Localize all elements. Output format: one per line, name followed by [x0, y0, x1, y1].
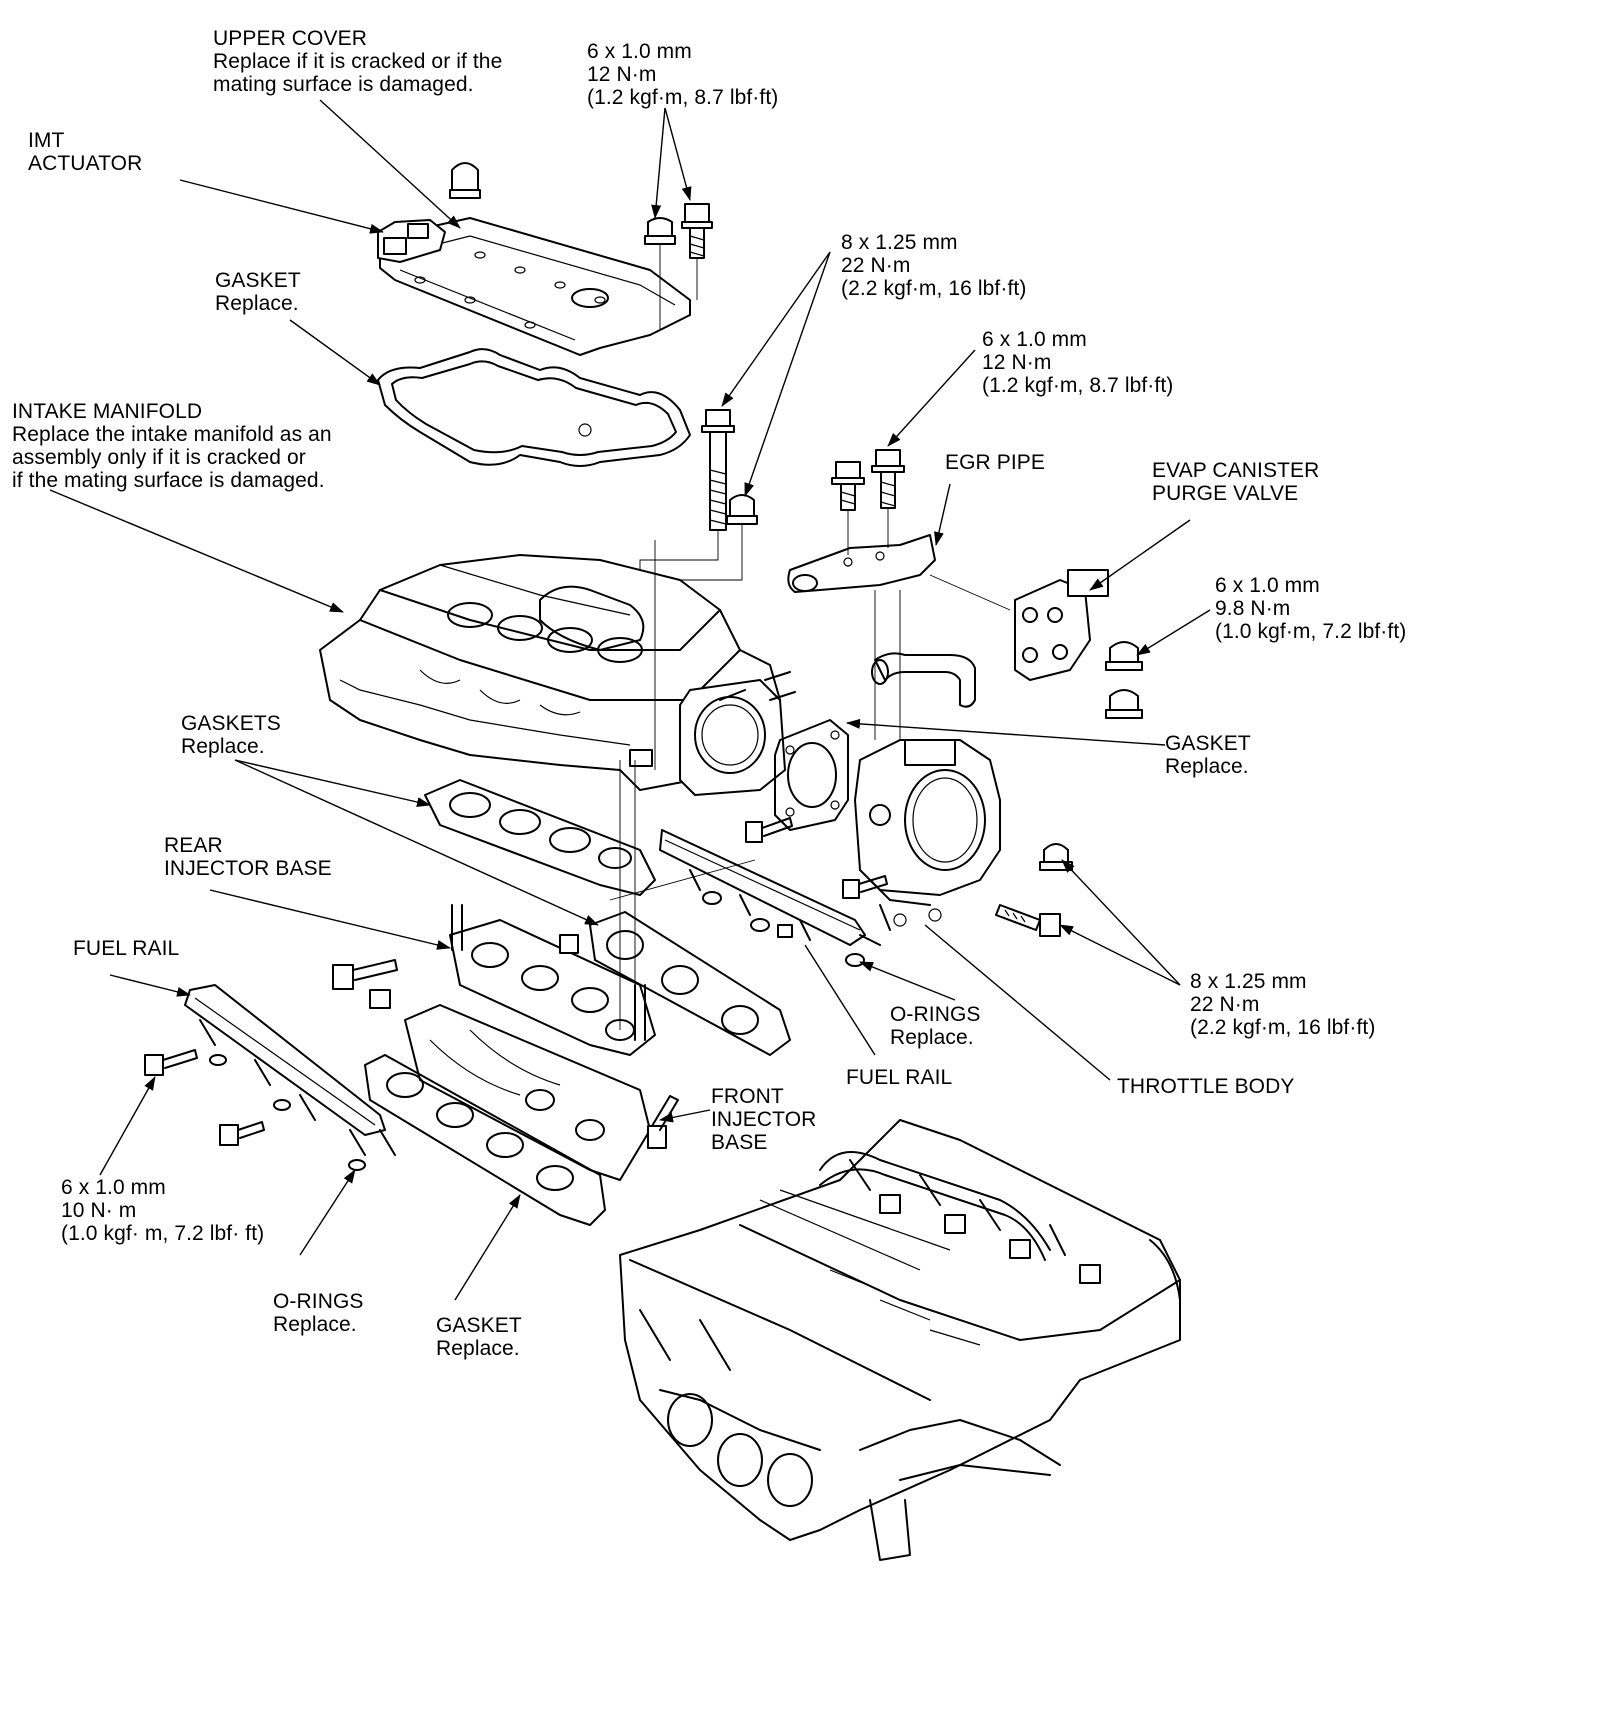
torque-spec-size: 8 x 1.25 mm — [1190, 970, 1307, 993]
torque-spec-8x125-upper-label: 8 x 1.25 mm 22 N·m (2.2 kgf·m, 16 lbf·ft… — [841, 231, 1026, 300]
rear-injector-base-label: REAR INJECTOR BASE — [164, 834, 332, 880]
upper-cover-bolts-drawing — [644, 203, 713, 330]
egr-pipe-drawing — [787, 449, 1011, 740]
egr-pipe-label: EGR PIPE — [945, 451, 1045, 474]
torque-spec-value: 12 N·m — [587, 63, 657, 86]
o-rings-right-title: O-RINGS — [890, 1003, 981, 1026]
torque-spec-evap-label: 6 x 1.0 mm 9.8 N·m (1.0 kgf·m, 7.2 lbf·f… — [1215, 574, 1406, 643]
torque-spec-egr-label: 6 x 1.0 mm 12 N·m (1.2 kgf·m, 8.7 lbf·ft… — [982, 328, 1173, 397]
throttle-body-title: THROTTLE BODY — [1117, 1075, 1295, 1098]
upper-cover-note-2: mating surface is damaged. — [213, 73, 474, 96]
front-injector-base-line-2: INJECTOR — [711, 1108, 817, 1131]
intake-manifold-note-1: Replace the intake manifold as an — [12, 423, 332, 446]
torque-spec-top-label: 6 x 1.0 mm 12 N·m (1.2 kgf·m, 8.7 lbf·ft… — [587, 40, 778, 109]
gasket-lower-title: GASKET — [436, 1314, 522, 1337]
upper-cover-label: UPPER COVER Replace if it is cracked or … — [213, 27, 502, 96]
gasket-lower-note: Replace. — [436, 1337, 520, 1360]
torque-spec-value: 10 N· m — [61, 1199, 137, 1222]
engine-drawing — [619, 1119, 1181, 1561]
torque-spec-8x125-lower-label: 8 x 1.25 mm 22 N·m (2.2 kgf·m, 16 lbf·ft… — [1190, 970, 1375, 1039]
left-fuel-rail-drawing — [144, 984, 396, 1171]
intake-manifold-title: INTAKE MANIFOLD — [12, 400, 203, 423]
gaskets-manifold-label: GASKETS Replace. — [181, 712, 281, 758]
torque-spec-value: 22 N·m — [1190, 993, 1260, 1016]
intake-manifold-note-3: if the mating surface is damaged. — [12, 469, 325, 492]
torque-spec-size: 6 x 1.0 mm — [982, 328, 1087, 351]
upper-gasket-drawing — [377, 348, 691, 467]
evap-valve-label: EVAP CANISTER PURGE VALVE — [1152, 459, 1319, 505]
manifold-gaskets-drawing — [424, 779, 791, 1056]
torque-spec-alt: (2.2 kgf·m, 16 lbf·ft) — [841, 277, 1027, 300]
long-bolt-drawing — [639, 409, 758, 740]
fuel-rail-right-label: FUEL RAIL — [846, 1066, 952, 1089]
torque-spec-alt: (1.2 kgf·m, 8.7 lbf·ft) — [587, 86, 779, 109]
rear-injector-base-line-2: INJECTOR BASE — [164, 857, 332, 880]
intake-manifold-drawing — [319, 554, 796, 796]
o-rings-left-label: O-RINGS Replace. — [273, 1290, 364, 1336]
egr-pipe-title: EGR PIPE — [945, 451, 1045, 474]
fuel-rail-left-label: FUEL RAIL — [73, 937, 179, 960]
gaskets-manifold-note: Replace. — [181, 735, 265, 758]
evap-valve-line-2: PURGE VALVE — [1152, 482, 1299, 505]
leader-lines — [49, 99, 1211, 1301]
torque-spec-value: 22 N·m — [841, 254, 911, 277]
evap-valve-drawing — [871, 569, 1143, 719]
upper-cover-title: UPPER COVER — [213, 27, 367, 50]
front-injector-base-label: FRONT INJECTOR BASE — [711, 1085, 816, 1154]
gasket-upper-label: GASKET Replace. — [215, 269, 301, 315]
lower-gasket-drawing — [364, 1054, 606, 1226]
gasket-throttle-label: GASKET Replace. — [1165, 732, 1251, 778]
torque-spec-alt: (1.2 kgf·m, 8.7 lbf·ft) — [982, 374, 1174, 397]
fuel-rail-left-title: FUEL RAIL — [73, 937, 180, 960]
gasket-lower-label: GASKET Replace. — [436, 1314, 522, 1360]
o-rings-left-title: O-RINGS — [273, 1290, 364, 1313]
torque-spec-alt: (1.0 kgf·m, 7.2 lbf·ft) — [1215, 620, 1407, 643]
front-injector-base-line-1: FRONT — [711, 1085, 784, 1108]
throttle-body-label: THROTTLE BODY — [1117, 1075, 1294, 1098]
torque-spec-fuel-rail-label: 6 x 1.0 mm 10 N· m (1.0 kgf· m, 7.2 lbf·… — [61, 1176, 264, 1245]
gasket-throttle-title: GASKET — [1165, 732, 1251, 755]
o-rings-right-note: Replace. — [890, 1026, 974, 1049]
torque-spec-size: 6 x 1.0 mm — [587, 40, 692, 63]
intake-manifold-label: INTAKE MANIFOLD Replace the intake manif… — [12, 400, 332, 492]
torque-spec-alt: (2.2 kgf·m, 16 lbf·ft) — [1190, 1016, 1376, 1039]
torque-spec-size: 6 x 1.0 mm — [61, 1176, 166, 1199]
rear-injector-base-line-1: REAR — [164, 834, 223, 857]
throttle-gasket-drawing — [774, 719, 849, 831]
throttle-body-drawing — [854, 739, 1001, 931]
upper-cover-drawing — [377, 162, 691, 356]
torque-spec-value: 12 N·m — [982, 351, 1052, 374]
torque-spec-value: 9.8 N·m — [1215, 597, 1291, 620]
torque-spec-size: 6 x 1.0 mm — [1215, 574, 1320, 597]
imt-actuator-line-2: ACTUATOR — [28, 152, 143, 175]
front-injector-base-line-3: BASE — [711, 1131, 768, 1154]
gasket-upper-note: Replace. — [215, 292, 299, 315]
imt-actuator-line-1: IMT — [28, 129, 65, 152]
evap-valve-line-1: EVAP CANISTER — [1152, 459, 1320, 482]
torque-spec-alt: (1.0 kgf· m, 7.2 lbf· ft) — [61, 1222, 265, 1245]
fuel-rail-right-title: FUEL RAIL — [846, 1066, 953, 1089]
gaskets-manifold-title: GASKETS — [181, 712, 281, 735]
gasket-upper-title: GASKET — [215, 269, 301, 292]
torque-spec-size: 8 x 1.25 mm — [841, 231, 958, 254]
imt-actuator-label: IMT ACTUATOR — [28, 129, 142, 175]
intake-manifold-note-2: assembly only if it is cracked or — [12, 446, 306, 469]
o-rings-right-label: O-RINGS Replace. — [890, 1003, 981, 1049]
o-rings-left-note: Replace. — [273, 1313, 357, 1336]
alignment-guides — [609, 540, 876, 1040]
upper-cover-note-1: Replace if it is cracked or if the — [213, 50, 503, 73]
right-fuel-rail-drawing — [659, 817, 1073, 967]
gasket-throttle-note: Replace. — [1165, 755, 1249, 778]
